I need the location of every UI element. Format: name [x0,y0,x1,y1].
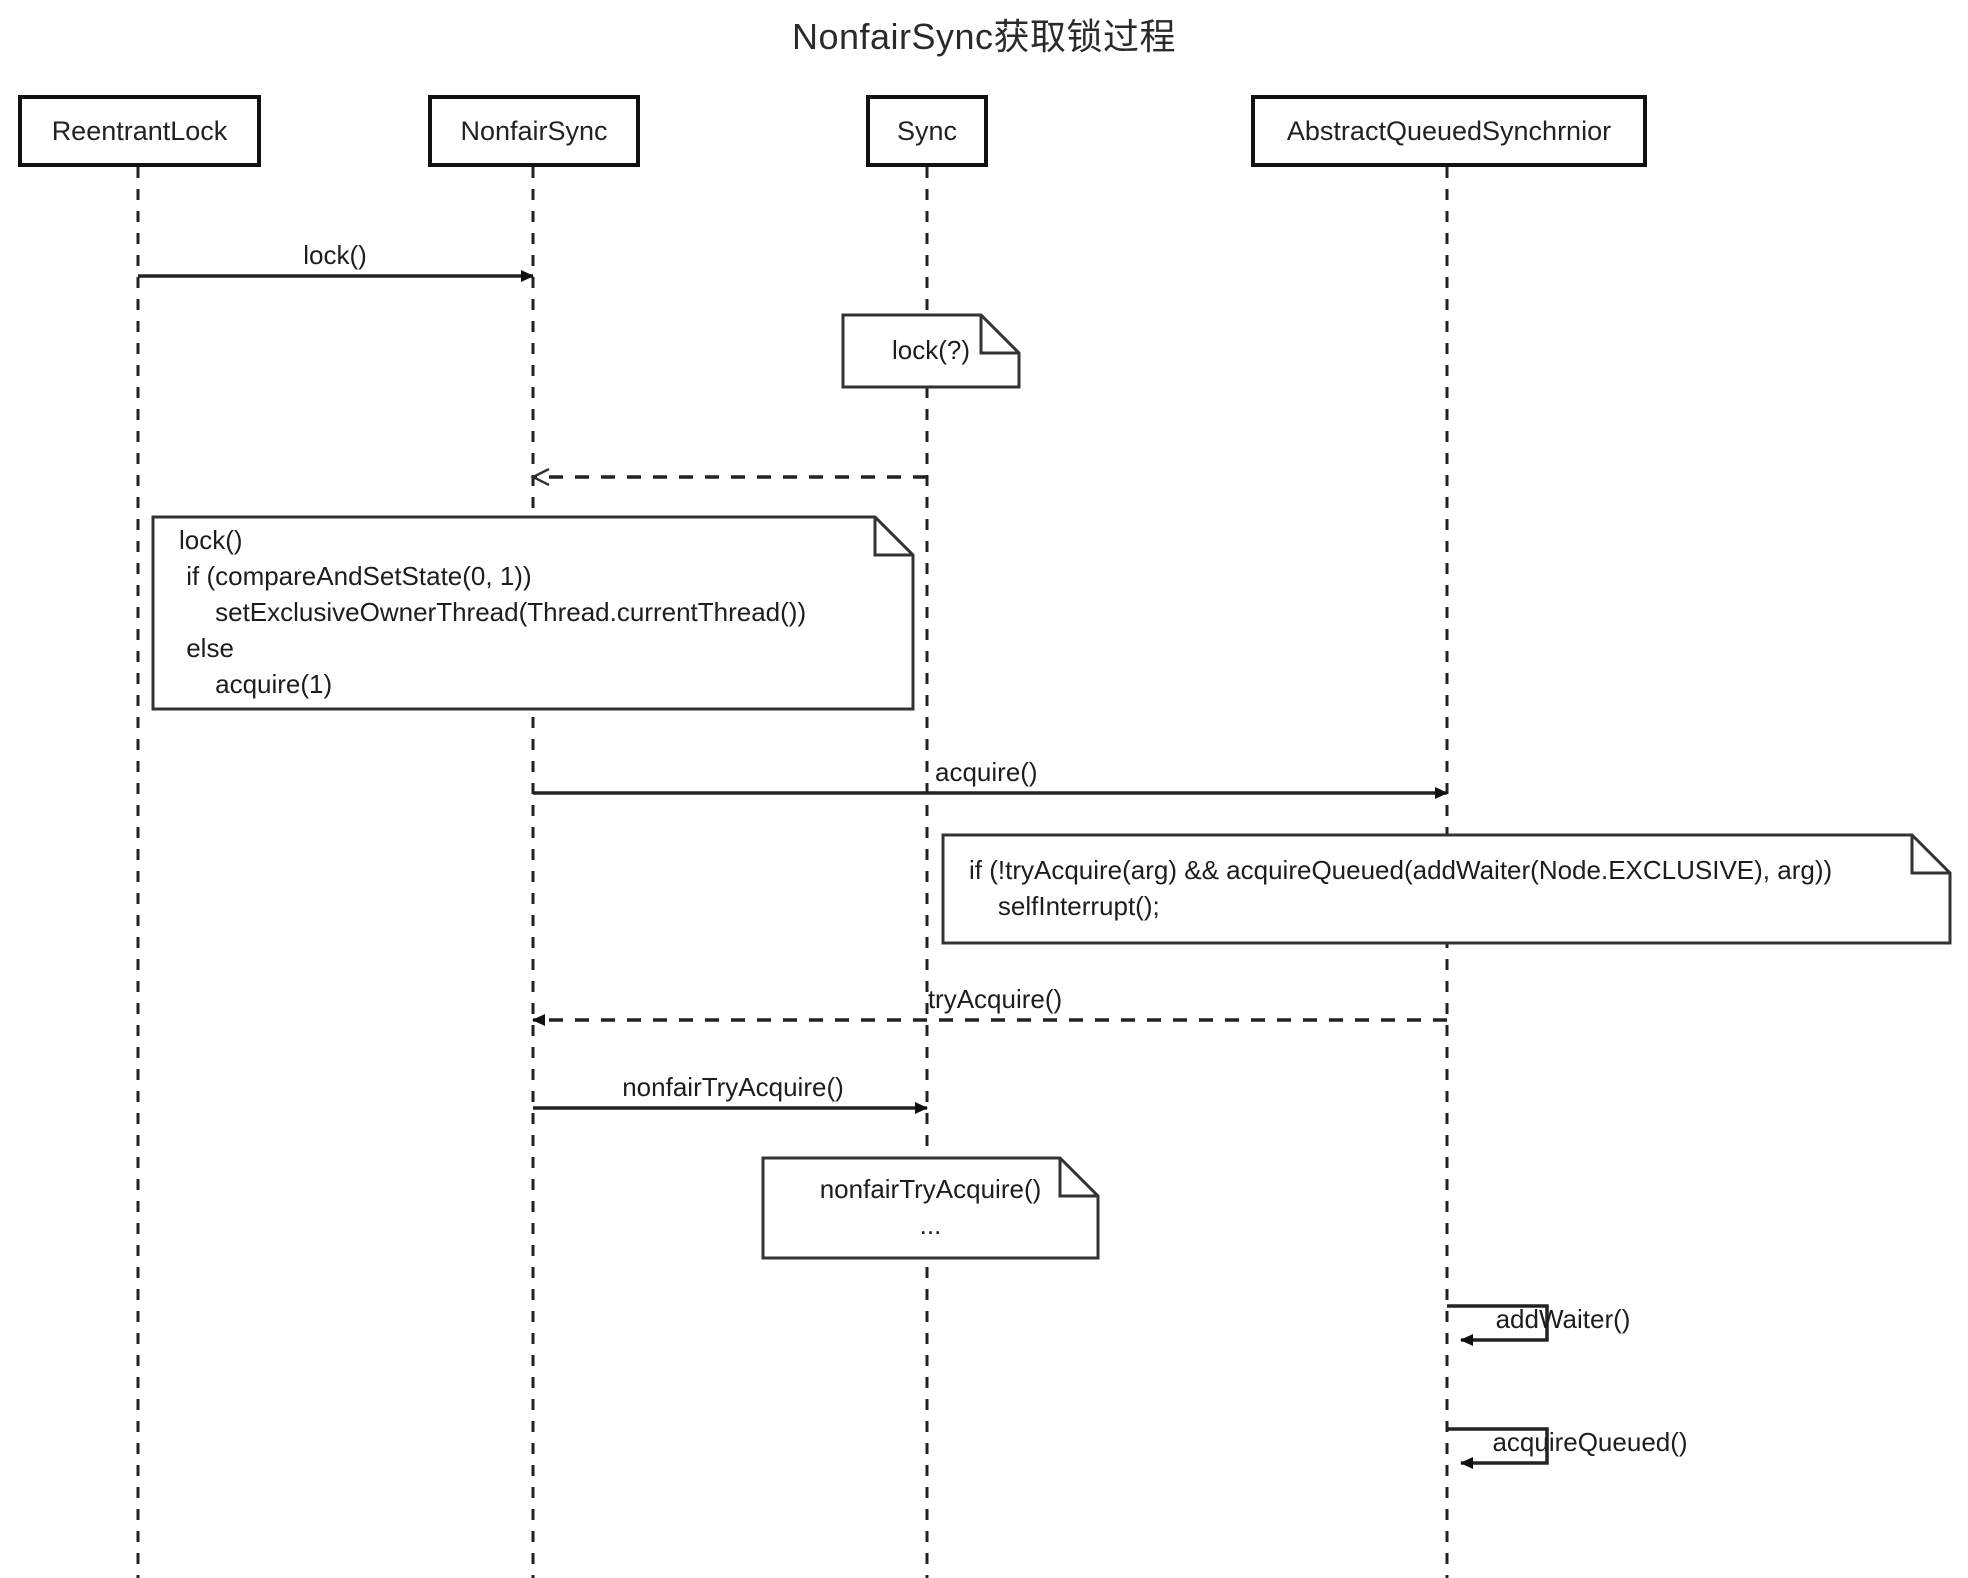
participant-label: NonfairSync [460,115,608,146]
note-fold-note-lock-q [979,315,1019,355]
note-text: if (!tryAcquire(arg) && acquireQueued(ad… [943,835,1950,943]
note-note-lock-q[interactable]: lock(?) [843,315,1019,387]
participant-label: AbstractQueuedSynchrnior [1286,115,1612,146]
diagram-title: NonfairSync获取锁过程 [791,16,1177,57]
message-label-m3: acquire() [935,757,1038,787]
note-shape-group [151,313,1952,1260]
note-text: nonfairTryAcquire()... [763,1158,1098,1258]
message-group [138,270,1549,1469]
note-fold-note-lock-code [873,517,913,557]
note-text: lock() if (compareAndSetState(0, 1)) set… [153,517,913,709]
participant-head-aqs[interactable]: AbstractQueuedSynchrnior [1251,95,1647,167]
participant-label: Sync [896,115,958,146]
note-shape-note-aqs-code [941,833,1952,945]
self-message-m6 [1447,1304,1549,1346]
note-note-lock-code[interactable]: lock() if (compareAndSetState(0, 1)) set… [153,517,913,709]
participant-head-sync[interactable]: Sync [866,95,988,167]
note-fold-note-nonfair-code [1058,1158,1098,1198]
message-label-m4: tryAcquire() [927,984,1063,1014]
note-line: nonfairTryAcquire() [819,1174,1042,1205]
message-label-m6: addWaiter() [1495,1304,1631,1334]
message-label-m1: lock() [303,240,367,270]
note-shape-note-lock-q [841,313,1021,389]
self-message-m7 [1447,1427,1549,1469]
note-text: lock(?) [843,315,1019,387]
note-shape-note-nonfair-code [761,1156,1100,1260]
note-line: selfInterrupt(); [969,891,1160,921]
note-note-nonfair-code[interactable]: nonfairTryAcquire()... [763,1158,1098,1258]
note-shape-note-lock-code [151,515,915,711]
note-line: setExclusiveOwnerThread(Thread.currentTh… [179,597,807,628]
participant-label: ReentrantLock [51,115,228,146]
note-fold-note-aqs-code [1910,835,1950,875]
note-line: lock() [179,525,243,556]
note-line: else [179,632,234,663]
note-line: if (!tryAcquire(arg) && acquireQueued(ad… [969,855,1833,886]
note-note-aqs-code[interactable]: if (!tryAcquire(arg) && acquireQueued(ad… [943,835,1950,943]
message-label-m5: nonfairTryAcquire() [622,1072,844,1102]
note-line: lock(?) [891,335,970,366]
participant-head-reentrantlock[interactable]: ReentrantLock [18,95,261,167]
message-label-m7: acquireQueued() [1492,1427,1688,1457]
note-line: acquire(1) [179,668,333,699]
note-line: ... [919,1210,942,1240]
participant-head-nonfairsync[interactable]: NonfairSync [428,95,640,167]
note-line: if (compareAndSetState(0, 1)) [179,561,532,592]
